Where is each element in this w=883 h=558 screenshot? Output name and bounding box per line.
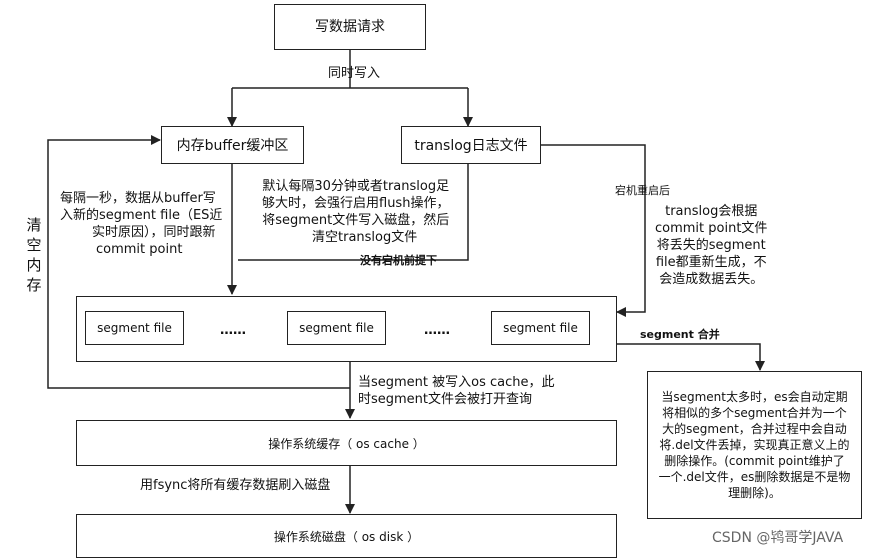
write-request-label: 写数据请求 — [315, 18, 385, 35]
buffer-to-segment-line: 每隔一秒，数据从buffer写 — [60, 191, 216, 206]
translog-file-box: translog日志文件 — [401, 126, 541, 164]
translog-recover-line: 将丢失的segment — [656, 238, 766, 253]
ellipsis-2: …… — [424, 323, 450, 338]
segment-file-3-label: segment file — [503, 321, 578, 335]
buffer-to-segment-line: 入新的segment file（ES近 — [60, 208, 223, 223]
edge-translog-flush — [238, 163, 469, 261]
os-cache-label: 操作系统缓存（ os cache ） — [268, 436, 425, 451]
translog-recover-note: translog会根据 commit point文件 将丢失的segment f… — [655, 203, 767, 288]
segment-file-1: segment file — [85, 311, 184, 345]
translog-recover-line: file都重新生成，不 — [655, 255, 767, 270]
ellipsis-1: …… — [220, 323, 246, 338]
edge-crash-restart — [541, 144, 646, 317]
merge-note-box: 当segment太多时，es会自动定期 将相似的多个segment合并为一个 大… — [647, 371, 862, 519]
translog-recover-line: translog会根据 — [665, 204, 758, 219]
os-disk-label: 操作系统磁盘（ os disk ） — [273, 529, 420, 544]
write-request-box: 写数据请求 — [274, 4, 426, 50]
merge-note-line: 一个.del文件，es删除数据是不是物 — [658, 470, 851, 484]
merge-note-text: 当segment太多时，es会自动定期 将相似的多个segment合并为一个 大… — [659, 389, 851, 501]
to-os-cache-line: 时segment文件会被打开查询 — [358, 392, 533, 407]
translog-flush-line: 默认每隔30分钟或者translog足 — [262, 179, 450, 194]
merge-note-line: 将.del文件丢掉，实现真正意义上的 — [659, 438, 850, 452]
edge-to-buffer — [232, 87, 468, 126]
memory-buffer-label: 内存buffer缓冲区 — [176, 138, 289, 154]
memory-buffer-box: 内存buffer缓冲区 — [161, 126, 304, 164]
no-crash-label: 没有宕机前提下 — [360, 254, 437, 267]
merge-note-line: 删除操作。(commit point维护了 — [664, 454, 845, 468]
translog-recover-line: commit point文件 — [655, 221, 768, 236]
segment-merge-label: segment 合并 — [640, 328, 720, 341]
merge-note-line: 理删除)。 — [728, 486, 781, 500]
watermark: CSDN @鸨哥学JAVA — [712, 530, 844, 546]
merge-note-line: 将相似的多个segment合并为一个 — [662, 406, 847, 420]
translog-flush-line: 清空translog文件 — [312, 230, 418, 245]
translog-file-label: translog日志文件 — [414, 138, 528, 154]
buffer-to-segment-line: 实时原因），同时跟新 — [92, 225, 216, 240]
edge-clear-memory — [47, 135, 350, 389]
translog-recover-line: 会造成数据丢失。 — [659, 272, 764, 287]
os-cache-box: 操作系统缓存（ os cache ） — [76, 420, 617, 466]
segment-file-1-label: segment file — [97, 321, 172, 335]
segment-file-2-label: segment file — [299, 321, 374, 335]
crash-restart-label: 宕机重启后 — [615, 184, 670, 197]
translog-flush-line: 将segment文件写入磁盘，然后 — [262, 213, 450, 228]
buffer-to-segment-note: 每隔一秒，数据从buffer写 入新的segment file（ES近 实时原因… — [60, 190, 222, 258]
translog-flush-line: 够大时，会强行启用flush操作， — [262, 196, 450, 211]
to-os-cache-line: 当segment 被写入os cache，此 — [358, 375, 555, 390]
segment-file-3: segment file — [491, 311, 590, 345]
clear-memory-label: 清空内存 — [26, 216, 42, 294]
translog-flush-note: 默认每隔30分钟或者translog足 够大时，会强行启用flush操作， 将s… — [262, 178, 449, 246]
merge-note-line: 当segment太多时，es会自动定期 — [661, 390, 848, 404]
merge-note-line: 大的segment，合并过程中会自动 — [662, 422, 847, 436]
fsync-label: 用fsync将所有缓存数据刷入磁盘 — [140, 478, 331, 493]
write-both-label: 同时写入 — [328, 66, 381, 81]
edge-segment-merge — [617, 343, 765, 371]
segment-file-2: segment file — [287, 311, 386, 345]
os-disk-box: 操作系统磁盘（ os disk ） — [76, 514, 617, 558]
to-os-cache-note: 当segment 被写入os cache，此 时segment文件会被打开查询 — [358, 374, 555, 408]
buffer-to-segment-line: commit point — [96, 242, 183, 257]
